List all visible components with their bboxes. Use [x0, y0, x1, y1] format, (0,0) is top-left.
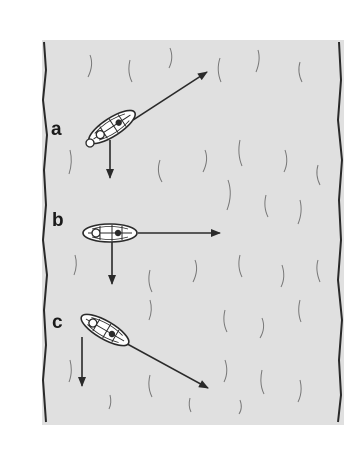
boat-icon-b — [83, 224, 137, 242]
swimmer-icon-a — [86, 139, 94, 147]
boat-label-a: a — [51, 119, 62, 140]
boat-label-c: c — [52, 312, 63, 333]
boat-label-b: b — [52, 210, 64, 231]
